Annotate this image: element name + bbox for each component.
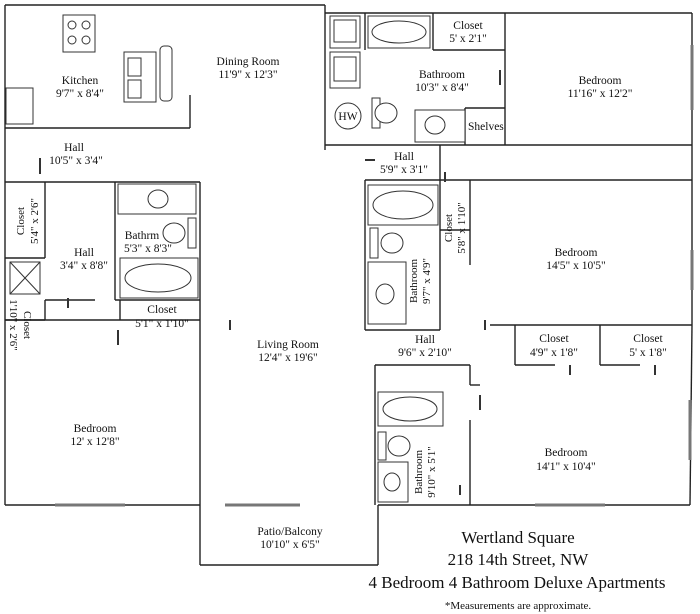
property-name: Wertland Square [461, 528, 574, 547]
hall-left-name: Hall [74, 247, 94, 259]
bedroom-sw-dim: 12' x 12'8" [70, 436, 119, 448]
sink-icon [414, 109, 466, 143]
hall-lower-name: Hall [415, 334, 435, 346]
dining-room-name: Dining Room [217, 56, 280, 68]
hall-top-name: Hall [64, 142, 84, 154]
closet-left-lower-dim: 1'10" x 2'6" [7, 299, 19, 350]
refrigerator-icon [5, 87, 34, 125]
bathroom-top-name: Bathroom [419, 69, 465, 81]
bathrm-left-name: Bathrm [125, 230, 160, 242]
living-room-dim: 12'4" x 19'6" [258, 352, 318, 364]
shelves-label: Shelves [468, 121, 504, 133]
room-labels: Kitchen 9'7" x 8'4" Dining Room 11'9" x … [7, 20, 667, 551]
closet-top-name: Closet [453, 20, 483, 32]
patio-name: Patio/Balcony [257, 526, 322, 538]
toilet-icon [369, 227, 404, 259]
bathroom-lower-name: Bathroom [413, 450, 425, 494]
dining-room-dim: 11'9" x 12'3" [218, 69, 277, 81]
walls [4, 4, 693, 566]
bedroom-ne-dim: 11'16" x 12'2" [568, 88, 633, 100]
windows [55, 45, 694, 507]
bathroom-right-mid-dim: 9'7" x 4'9" [421, 258, 433, 304]
sink-icon [367, 261, 407, 325]
sink-icon [377, 461, 409, 503]
bathroom-right-mid-name: Bathroom [408, 259, 420, 303]
bathtub-icon [367, 15, 431, 49]
bedroom-right-mid-dim: 14'5" x 10'5" [546, 260, 606, 272]
kitchen-dim: 9'7" x 8'4" [56, 88, 104, 100]
bathtub-icon [367, 184, 439, 226]
closet-low1-dim: 4'9" x 1'8" [530, 347, 578, 359]
hall-top-dim: 10'5" x 3'4" [49, 155, 103, 167]
closet-right-mid-name: Closet [443, 214, 455, 242]
kitchen-name: Kitchen [62, 75, 99, 87]
caption: Wertland Square 218 14th Street, NW 4 Be… [369, 528, 666, 612]
water-heater-label: HW [338, 111, 357, 123]
closet-left-upper-name: Closet [15, 207, 27, 235]
closet-low1-name: Closet [539, 333, 569, 345]
closet-left-upper-dim: 5'4" x 2'6" [29, 198, 41, 244]
bedroom-right-mid-name: Bedroom [555, 247, 598, 259]
bathtub-icon [377, 391, 444, 427]
closet-mid-dim: 5'1" x 1'10" [135, 318, 189, 330]
hall-lower-dim: 9'6" x 2'10" [398, 347, 452, 359]
bedroom-se-name: Bedroom [545, 447, 588, 459]
counter-icon [159, 45, 173, 102]
stove-icon [62, 14, 96, 53]
measurement-note: *Measurements are approximate. [445, 600, 592, 612]
closet-low2-name: Closet [633, 333, 663, 345]
sink-icon [117, 183, 197, 215]
kitchen-sink-icon [123, 51, 157, 103]
water-heater-icon [334, 102, 362, 130]
hall-center-name: Hall [394, 151, 414, 163]
toilet-icon [162, 217, 197, 249]
toilet-icon [377, 431, 411, 461]
hall-left-dim: 3'4" x 8'8" [60, 260, 108, 272]
bathroom-top-dim: 10'3" x 8'4" [415, 82, 469, 94]
bathtub-icon [119, 257, 199, 299]
storage-icon [9, 261, 41, 295]
closet-top-dim: 5' x 2'1" [449, 33, 487, 45]
hall-center-dim: 5'9" x 3'1" [380, 164, 428, 176]
closet-mid-name: Closet [147, 304, 177, 316]
toilet-icon [371, 97, 398, 129]
bedroom-sw-name: Bedroom [74, 423, 117, 435]
bathrm-left-dim: 5'3" x 8'3" [124, 243, 172, 255]
doors [39, 70, 656, 495]
fixtures: HW Shelves [5, 14, 504, 503]
closet-right-mid-dim: 5'8" x 1'10" [456, 202, 468, 253]
closet-low2-dim: 5' x 1'8" [629, 347, 667, 359]
bathroom-lower-dim: 9'10" x 5'1" [426, 446, 438, 497]
property-address: 218 14th Street, NW [448, 550, 590, 569]
patio-dim: 10'10" x 6'5" [260, 539, 320, 551]
bedroom-ne-name: Bedroom [579, 75, 622, 87]
living-room-name: Living Room [257, 339, 319, 351]
bedroom-se-dim: 14'1" x 10'4" [536, 461, 596, 473]
closet-left-lower-name: Closet [21, 311, 33, 339]
property-description: 4 Bedroom 4 Bathroom Deluxe Apartments [369, 573, 666, 592]
